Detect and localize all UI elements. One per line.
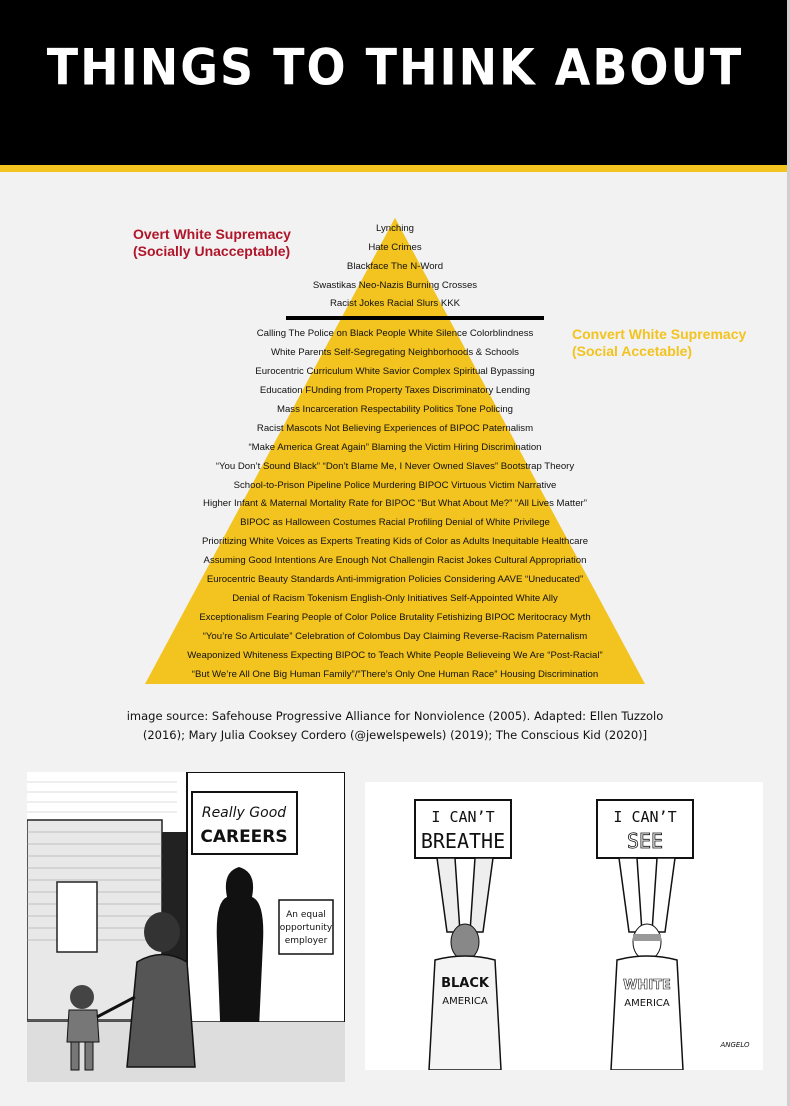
right-sign-text: SEE [627,829,663,853]
pyramid-line: Prioritizing White Voices as Experts Tre… [201,536,589,547]
pyramid-line: Racist Jokes Racial Slurs KKK [329,298,461,309]
covert-label-line: (Social Accetable) [572,343,693,359]
right-sign-text: I CAN’T [613,808,676,826]
overt-label-line: (Socially Unacceptable) [133,243,291,259]
pyramid-line: Eurocentric Beauty Standards Anti-immigr… [206,574,584,585]
caption-line: image source: Safehouse Progressive Alli… [126,709,664,723]
pyramid-line: Higher Infant & Maternal Mortality Rate … [203,498,587,509]
pyramid-line: BIPOC as Halloween Costumes Racial Profi… [240,517,550,528]
cant-breathe-cartoon-drawing: I CAN’T BREATHE BLACK AMERICA I CAN’T SE… [365,782,763,1070]
page-title: THINGS TO THINK ABOUT [46,37,744,97]
sign-text: Really Good [202,805,286,821]
pyramid-line: Racist Mascots Not Believing Experiences… [256,423,534,434]
pyramid-line: White Parents Self-Segregating Neighborh… [271,347,519,358]
pyramid-line: “Make America Great Again” Blaming the V… [248,442,542,453]
covert-label-line: Convert White Supremacy [572,326,747,342]
pyramid-line: School-to-Prison Pipeline Police Murderi… [233,480,557,491]
pyramid-line: Blackface The N-Word [346,261,444,272]
pyramid-line: Exceptionalism Fearing People of Color P… [199,612,591,623]
pyramid-line: Mass Incarceration Respectability Politi… [276,404,514,415]
overt-white-supremacy-label: Overt White Supremacy (Socially Unaccept… [133,226,291,260]
image-source-caption: image source: Safehouse Progressive Alli… [0,707,790,745]
right-shirt-text: WHITE [623,978,671,993]
left-sign-text: I CAN’T [431,808,494,826]
sign-text: CAREERS [200,827,287,847]
pyramid-line: Denial of Racism Tokenism English-Only I… [232,593,558,604]
header-banner: THINGS TO THINK ABOUT [0,0,790,165]
overt-label-line: Overt White Supremacy [133,226,291,242]
caption-line: (2016); Mary Julia Cooksey Cordero (@jew… [142,728,648,742]
pyramid-line: Hate Crimes [368,242,422,253]
cant-breathe-cartoon: I CAN’T BREATHE BLACK AMERICA I CAN’T SE… [365,782,763,1070]
pyramid-line: Eurocentric Curriculum White Savior Comp… [255,366,535,377]
left-shirt-text: BLACK [441,976,490,991]
pyramid-line: Swastikas Neo-Nazis Burning Crosses [312,280,478,291]
left-shirt-text: AMERICA [442,996,488,1007]
page-edge [787,0,790,1106]
left-sign-text: BREATHE [421,829,505,853]
notice-text: opportunity [280,923,333,933]
notice-text: employer [285,936,328,946]
pyramid-line: Education FUnding from Property Taxes Di… [259,385,531,396]
pyramid-line: Lynching [375,223,415,234]
overt-covert-divider [286,316,544,320]
covert-white-supremacy-label: Convert White Supremacy (Social Accetabl… [572,326,746,360]
pyramid-line: “You’re So Articulate” Celebration of Co… [202,631,588,642]
pyramid-line: “You Don’t Sound Black” “Don’t Blame Me,… [215,461,575,472]
pyramid-line: “But We’re All One Big Human Family”/“Th… [191,669,599,680]
pyramid-line: Calling The Police on Black People White… [256,328,534,339]
pyramid-line: Weaponized Whiteness Expecting BIPOC to … [187,650,603,661]
artist-signature: ANGELO [719,1041,750,1049]
gold-accent-bar [0,165,790,172]
right-shirt-text: AMERICA [624,998,670,1009]
careers-cartoon-drawing: Really Good CAREERS An equal opportunity… [27,772,345,1082]
careers-cartoon: Really Good CAREERS An equal opportunity… [27,772,345,1082]
pyramid-line: Assuming Good Intentions Are Enough Not … [203,555,587,566]
notice-text: An equal [286,910,326,920]
